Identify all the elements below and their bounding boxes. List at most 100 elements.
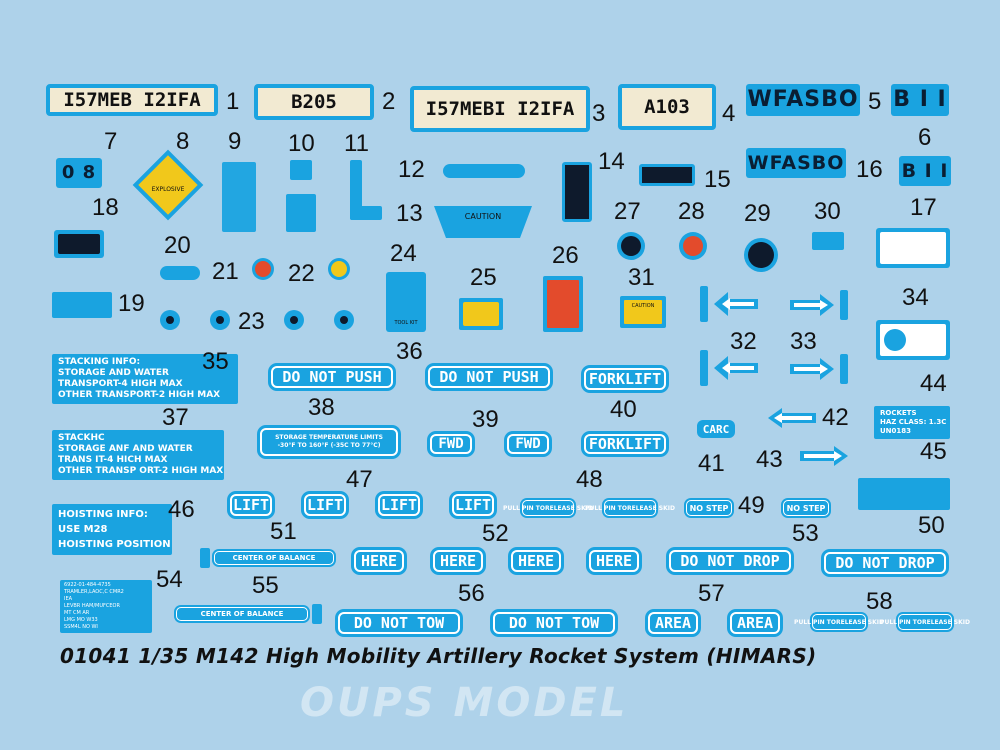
decal-44-line: ROCKETS (880, 409, 917, 417)
item-number: 48 (576, 466, 603, 493)
decal-35-line: STORAGE AND WATER (58, 368, 169, 378)
decal-26 (543, 276, 583, 332)
decal-37-line: TRANS IT-4 HICH MAX (58, 455, 168, 465)
decal-32-arrow (700, 286, 760, 322)
item-number: 15 (704, 166, 731, 193)
item-number: 49 (738, 492, 765, 519)
decal-47-lift: LIFT (304, 494, 346, 516)
decal-46: HOISTING INFO: USE M28 HOISTING POSITION (52, 504, 172, 555)
decal-2: B205 (254, 84, 374, 120)
item-number: 12 (398, 156, 425, 183)
item-number: 2 (382, 88, 396, 115)
decal-49-no-step: NO STEP (783, 500, 829, 516)
item-number: 20 (164, 232, 191, 259)
decal-33-arrow (788, 354, 848, 384)
decal-54: 6922-01-484-4735 TRAMLER,LAOC,C CMR2 IEA… (60, 580, 152, 633)
decal-21-red-dot (252, 258, 274, 280)
decal-56-do-not-tow: DO NOT TOW (338, 612, 460, 634)
decal-51-label: CENTER OF BALANCE (214, 551, 334, 565)
item-number: 6 (918, 124, 932, 151)
watermark: OUPS MODEL (300, 680, 629, 726)
item-number: 45 (920, 438, 947, 465)
decal-18 (54, 230, 104, 258)
item-number: 4 (722, 100, 736, 127)
item-number: 5 (868, 88, 882, 115)
item-number: 3 (592, 100, 606, 127)
explosive-diamond-icon: EXPLOSIVE (131, 148, 205, 222)
decal-32-arrow (700, 350, 760, 386)
decal-12 (443, 164, 525, 178)
decal-23-dot (334, 310, 354, 330)
sheet-title: 01041 1/35 M142 High Mobility Artillery … (60, 644, 817, 668)
item-number: 19 (118, 290, 145, 317)
decal-3: I57MEBI I2IFA (410, 86, 590, 132)
decal-53-do-not-drop: DO NOT DROP (824, 552, 946, 574)
decal-51: CENTER OF BALANCE (200, 548, 334, 568)
decal-37: STACKHC STORAGE ANF AND WATER TRANS IT-4… (52, 430, 224, 480)
decal-4: A103 (618, 84, 716, 130)
decal-22-yellow-dot (328, 258, 350, 280)
item-number: 57 (698, 580, 725, 607)
item-number: 24 (390, 240, 417, 267)
item-number: 39 (472, 406, 499, 433)
decal-48-pull-pin: PULL PIN TORELEASE SKID (585, 500, 675, 516)
item-number: 50 (918, 512, 945, 539)
decal-9 (222, 162, 256, 232)
decal-5: WFASBO (746, 84, 860, 116)
item-number: 42 (822, 404, 849, 431)
decal-52-here: HERE (589, 550, 639, 572)
item-number: 21 (212, 258, 239, 285)
decal-55: CENTER OF BALANCE (176, 604, 322, 624)
decal-17 (876, 228, 950, 268)
decal-54-line: LEVBR HAM/MUFCEOR (64, 603, 120, 609)
decal-20 (160, 266, 200, 280)
decal-19 (52, 292, 112, 318)
decal-52-here: HERE (354, 550, 404, 572)
decal-16: WFASBO (746, 148, 846, 178)
decal-34 (876, 320, 950, 360)
item-number: 31 (628, 264, 655, 291)
decal-43-arrow (800, 446, 848, 466)
item-number: 32 (730, 328, 757, 355)
decal-54-line: TRAMLER,LAOC,C CMR2 (64, 589, 124, 595)
decal-37-line: OTHER TRANSP ORT-2 HIGH MAX (58, 466, 224, 476)
item-number: 28 (678, 198, 705, 225)
decal-31-text: CAUTION (631, 303, 655, 309)
decal-11 (346, 160, 382, 220)
item-number: 10 (288, 130, 315, 157)
decal-58-pull-pin: PULL PIN TORELEASE SKID (880, 614, 970, 630)
decal-54-line: SSM4L NO WI (64, 624, 98, 630)
decal-38-range: -30°F TO 160°F (-35C TO 77°C) (277, 442, 381, 449)
decal-57-area: AREA (648, 612, 698, 634)
decal-48-pull-pin: PULL PIN TORELEASE SKID (503, 500, 593, 516)
item-number: 51 (270, 518, 297, 545)
decal-25 (459, 298, 503, 330)
decal-31: CAUTION (620, 296, 666, 328)
decal-15 (639, 164, 695, 186)
item-number: 8 (176, 128, 190, 155)
decal-14 (562, 162, 592, 222)
item-number: 30 (814, 198, 841, 225)
decal-46-line: HOISTING POSITION (58, 539, 171, 550)
item-number: 17 (910, 194, 937, 221)
decal-40-forklift: FORKLIFT (584, 434, 666, 454)
item-number: 36 (396, 338, 423, 365)
item-number: 7 (104, 128, 118, 155)
decal-36: DO NOT PUSH (428, 366, 550, 388)
item-number: 22 (288, 260, 315, 287)
decal-54-line: LMG MO W33 (64, 617, 98, 623)
item-number: 37 (162, 404, 189, 431)
item-number: 38 (308, 394, 335, 421)
decal-44-line: UN0183 (880, 427, 912, 435)
item-number: 29 (744, 200, 771, 227)
item-number: 16 (856, 156, 883, 183)
decal-39-fwd: FWD (507, 434, 549, 454)
decal-27 (617, 232, 645, 260)
decal-36: DO NOT PUSH (271, 366, 393, 388)
item-number: 43 (756, 446, 783, 473)
decal-54-line: IEA (64, 596, 73, 602)
decal-37-line: STACKHC (58, 433, 105, 443)
decal-49-no-step: NO STEP (686, 500, 732, 516)
item-number: 11 (344, 130, 369, 157)
